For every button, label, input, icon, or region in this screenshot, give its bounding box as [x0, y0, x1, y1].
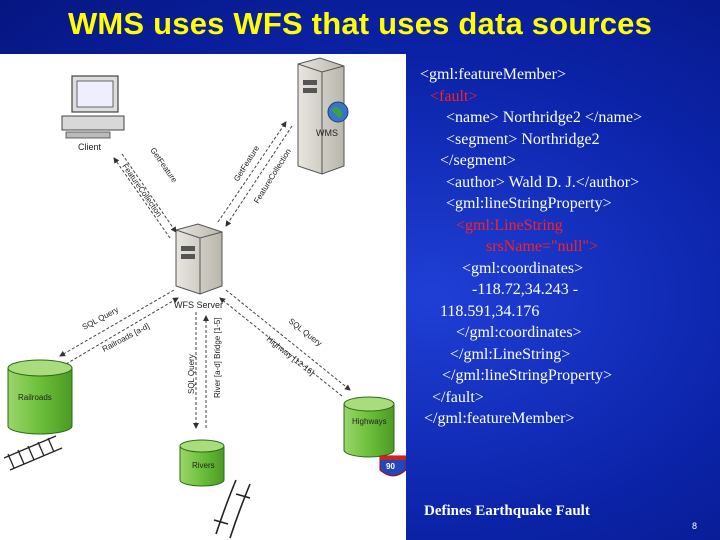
xml-line: <name> Northridge2 </name> — [446, 109, 643, 126]
bridge-icon — [213, 479, 251, 539]
rivers-label: Rivers — [192, 461, 215, 470]
wfs-to-wms-arrow — [217, 121, 287, 223]
gml-code-block: <gml:featureMember> <fault> <name> North… — [420, 64, 716, 430]
page-number: 8 — [692, 521, 698, 531]
xml-line: <gml:lineStringProperty> — [446, 195, 612, 212]
wfs-to-railroads-arrow — [59, 289, 175, 357]
getfeature-right-label: GetFeature — [232, 144, 261, 184]
railroads-database-icon — [7, 359, 73, 435]
highways-database-icon — [343, 396, 395, 458]
wms-server-icon — [297, 57, 349, 175]
sql-query-down-label: SQL Query — [187, 354, 196, 394]
xml-line: </segment> — [440, 152, 516, 169]
xml-line: <author> Wald D. J.</author> — [446, 173, 640, 191]
client-label: Client — [78, 142, 102, 152]
wms-label: WMS — [316, 128, 338, 138]
shield-label: 90 — [386, 462, 395, 471]
wfs-server-icon — [175, 223, 223, 295]
highways-to-wfs-arrow — [219, 297, 343, 397]
river-result-label: River [a-d] Bridge [1-5] — [213, 318, 222, 398]
xml-line: <fault> — [430, 87, 478, 105]
client-to-wfs-arrow — [121, 153, 177, 233]
featurecollection-left-label: FeatureCollection — [120, 162, 163, 219]
xml-line: -118.72,34.243 - — [472, 281, 579, 298]
xml-line: srsName="null"> — [486, 238, 598, 255]
wfs-to-client-arrow — [113, 157, 171, 239]
interstate-shield-icon: 90 — [379, 455, 406, 477]
slide-title: WMS uses WFS that uses data sources — [67, 6, 653, 41]
client-computer-icon — [61, 75, 125, 139]
railroads-result-label: Railroads [a-d] — [101, 321, 151, 353]
sql-query-left-label: SQL Query — [81, 305, 120, 332]
diagram-canvas: Client WMS WFS Server GetFeature Feature… — [3, 57, 406, 539]
xml-line: </fault> — [432, 388, 484, 406]
xml-line: <gml:coordinates> — [462, 259, 584, 277]
xml-line: 118.591,34.176 — [440, 302, 540, 320]
railroads-label: Railroads — [18, 393, 52, 402]
xml-line: </gml:featureMember> — [424, 410, 575, 427]
caption: Defines Earthquake Fault — [424, 503, 590, 519]
architecture-diagram: Client WMS WFS Server GetFeature Feature… — [0, 54, 406, 540]
wfs-to-highways-arrow — [225, 289, 351, 391]
railroads-to-wfs-arrow — [65, 297, 179, 365]
xml-line: </gml:coordinates> — [456, 324, 582, 341]
wfs-server-label: WFS Server — [174, 300, 223, 310]
getfeature-left-label: GetFeature — [148, 146, 179, 185]
xml-line: </gml:lineStringProperty> — [442, 367, 613, 384]
xml-line: <gml:featureMember> — [420, 66, 566, 83]
xml-line: </gml:LineString> — [450, 345, 571, 363]
xml-line: <segment> Northridge2 — [446, 130, 600, 148]
rivers-database-icon — [179, 439, 225, 487]
highways-label: Highways — [352, 417, 387, 426]
xml-line: <gml:LineString — [456, 216, 563, 234]
railroad-track-icon — [3, 435, 63, 471]
